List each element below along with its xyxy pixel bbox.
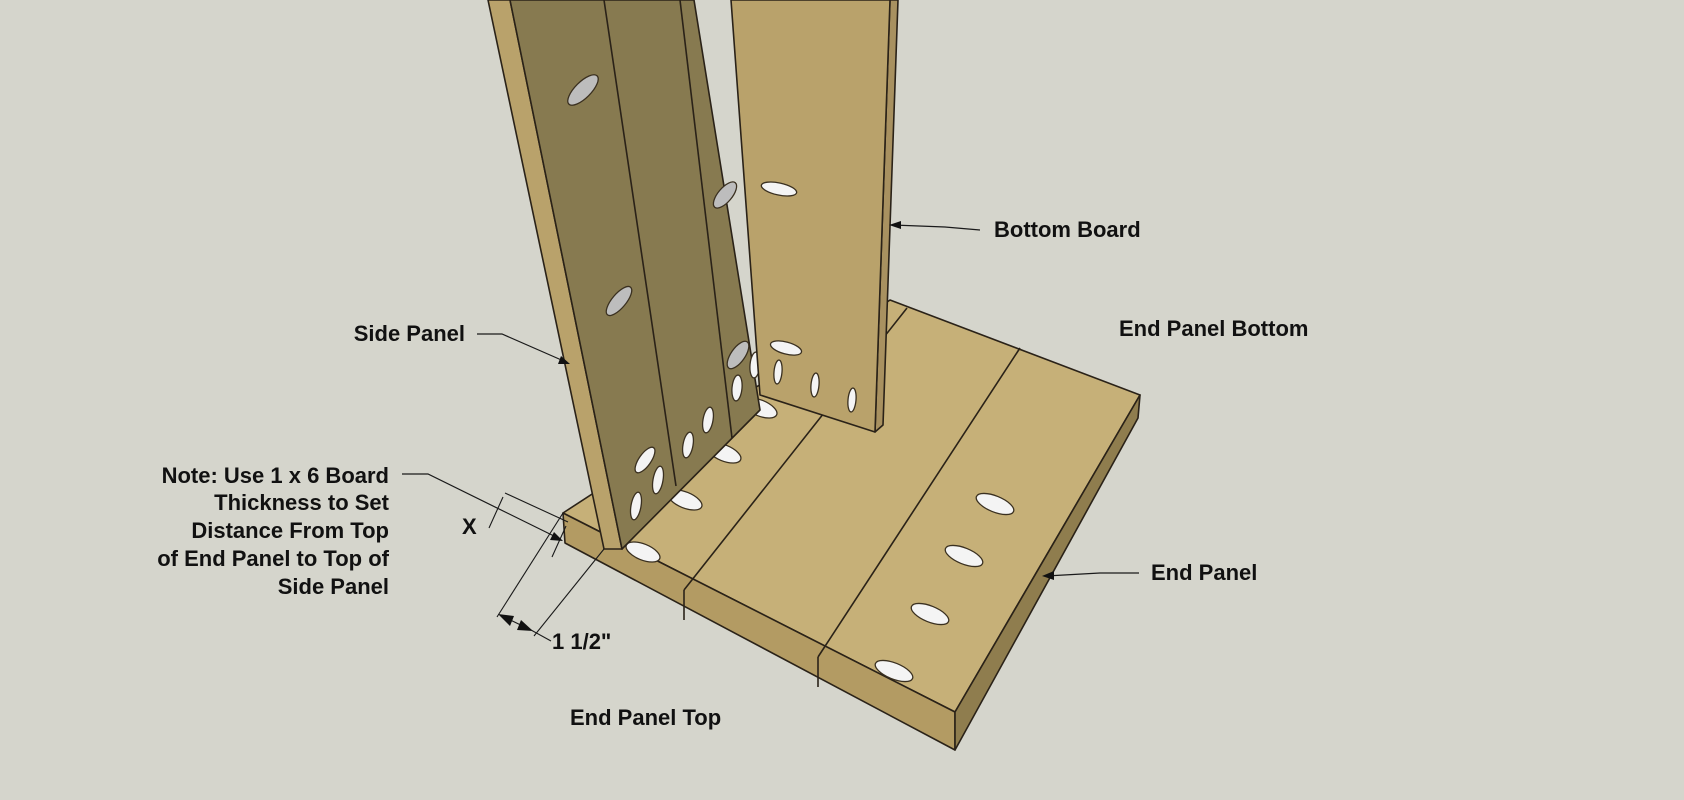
bottom-board-face — [730, 0, 891, 433]
note-arrow — [550, 532, 563, 541]
thickness-extension-1 — [496, 512, 564, 618]
pocket-hole — [773, 359, 783, 385]
note-line-5: Side Panel — [278, 574, 389, 599]
note-line-3: Distance From Top — [191, 518, 389, 543]
pocket-hole — [975, 492, 1015, 516]
end-panel-arrow — [1042, 571, 1054, 580]
end-panel-seam-2 — [817, 347, 1021, 658]
label-end-panel-top: End Panel Top — [570, 705, 721, 730]
pocket-hole — [651, 465, 665, 495]
side-panel-face — [509, 0, 761, 550]
bottom-board-leader — [892, 224, 981, 231]
pocket-hole — [726, 340, 750, 370]
label-bottom-board: Bottom Board — [994, 217, 1141, 242]
note-line-1: Note: Use 1 x 6 Board — [162, 463, 389, 488]
pocket-hole — [910, 602, 950, 626]
x-dimension-line — [504, 492, 569, 523]
pocket-hole — [769, 340, 803, 356]
pocket-hole — [731, 374, 743, 402]
label-side-panel: Side Panel — [354, 321, 465, 346]
dimension-markers — [488, 492, 605, 642]
pocket-hole — [847, 387, 857, 413]
side-panel-seam-1 — [603, 0, 677, 487]
note-line-4: of End Panel to Top of — [157, 546, 389, 571]
label-end-panel: End Panel — [1151, 560, 1257, 585]
x-extension-bottom — [551, 525, 567, 558]
pocket-hole — [605, 285, 633, 317]
end-panel — [562, 299, 1141, 751]
side-panel-seam-2 — [679, 0, 733, 439]
pocket-hole — [681, 431, 695, 459]
pocket-hole — [810, 372, 820, 398]
pocket-hole — [874, 659, 914, 683]
arrowhead-right — [517, 620, 533, 631]
leader-lines — [402, 221, 1139, 580]
note-leader — [402, 473, 559, 539]
end-panel-leader — [1045, 572, 1139, 577]
thickness-extension-2 — [533, 548, 605, 637]
side-panel-leader — [477, 333, 567, 363]
pocket-hole — [629, 491, 643, 521]
pocket-hole — [567, 74, 599, 106]
pocket-hole — [760, 181, 798, 197]
x-extension-top — [488, 496, 504, 529]
bottom-board-arrow — [889, 221, 901, 229]
end-panel-right-face — [954, 394, 1141, 751]
side-panel — [487, 0, 761, 550]
pocket-hole — [944, 544, 984, 568]
text-labels: Bottom Board End Panel Bottom Side Panel… — [157, 217, 1308, 730]
label-dimension: 1 1/2" — [552, 629, 611, 654]
label-end-panel-bottom: End Panel Bottom — [1119, 316, 1308, 341]
arrowhead-left — [498, 614, 514, 626]
bottom-board — [730, 0, 899, 433]
pocket-hole — [634, 446, 656, 474]
side-panel-arrow — [558, 356, 570, 364]
dimension-leader — [530, 629, 552, 642]
pocket-hole — [701, 406, 715, 434]
label-x-marker: X — [462, 514, 477, 539]
pocket-hole — [712, 181, 738, 209]
note-line-2: Thickness to Set — [214, 490, 390, 515]
